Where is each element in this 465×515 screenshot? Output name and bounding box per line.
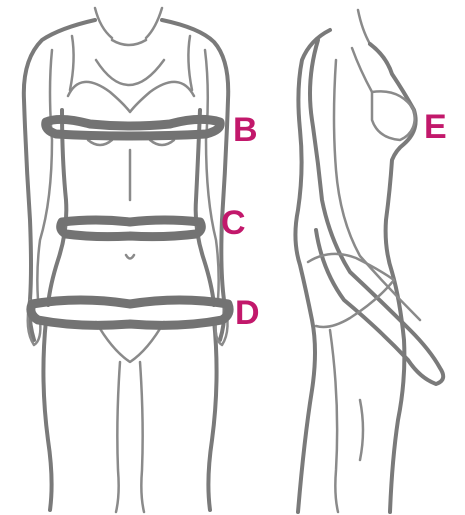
side-back bbox=[295, 30, 330, 512]
front-collarbone bbox=[112, 40, 146, 45]
side-neck bbox=[358, 10, 370, 44]
label-d: D bbox=[235, 296, 260, 330]
label-c: C bbox=[221, 206, 246, 240]
front-left-leg bbox=[43, 320, 51, 510]
front-right-leg bbox=[208, 320, 216, 510]
side-panties bbox=[308, 254, 394, 327]
band-d-hips bbox=[31, 300, 229, 325]
front-figure bbox=[24, 8, 229, 512]
band-b-bust bbox=[46, 119, 221, 136]
front-inner-right-leg bbox=[140, 362, 144, 512]
front-right-arm-inner bbox=[205, 50, 219, 300]
front-bra-strap-left bbox=[70, 36, 74, 90]
side-knee bbox=[360, 400, 363, 460]
front-bra-top bbox=[96, 60, 164, 85]
front-neck bbox=[95, 8, 162, 38]
front-left-arm bbox=[24, 20, 95, 340]
front-left-arm-inner bbox=[37, 50, 52, 300]
front-inner-left-leg bbox=[116, 362, 120, 512]
side-leg-line bbox=[330, 330, 338, 512]
front-rib-left bbox=[88, 140, 112, 145]
label-e: E bbox=[424, 110, 447, 144]
side-figure bbox=[295, 10, 443, 512]
front-navel bbox=[126, 255, 134, 259]
side-bra-strap bbox=[352, 48, 372, 92]
front-bra-strap-right bbox=[188, 36, 192, 90]
front-rib-right bbox=[150, 140, 174, 145]
band-c-waist bbox=[61, 220, 202, 237]
front-bra-cups bbox=[68, 82, 194, 112]
label-b: B bbox=[233, 113, 258, 147]
